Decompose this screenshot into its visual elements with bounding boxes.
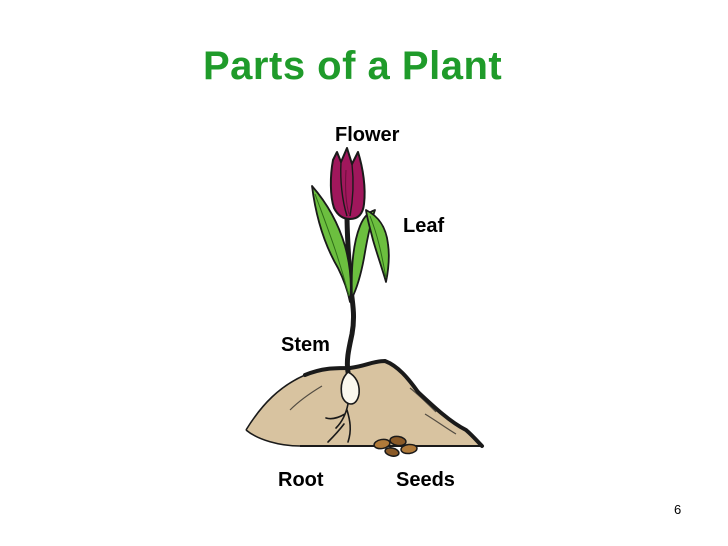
- page-number: 6: [674, 502, 682, 517]
- label-flower: Flower: [335, 124, 400, 146]
- right-leaf: [350, 209, 390, 299]
- soil-mound: [245, 358, 484, 448]
- label-leaf: Leaf: [403, 215, 445, 237]
- seeds: [373, 435, 418, 457]
- tulip-flower: [329, 147, 366, 220]
- label-stem: Stem: [281, 334, 330, 356]
- bulb-root: [325, 371, 360, 443]
- left-leaf: [311, 185, 352, 303]
- label-root: Root: [278, 469, 324, 491]
- stem: [344, 211, 357, 375]
- label-seeds: Seeds: [396, 469, 455, 491]
- slide-title: Parts of a Plant: [203, 44, 503, 88]
